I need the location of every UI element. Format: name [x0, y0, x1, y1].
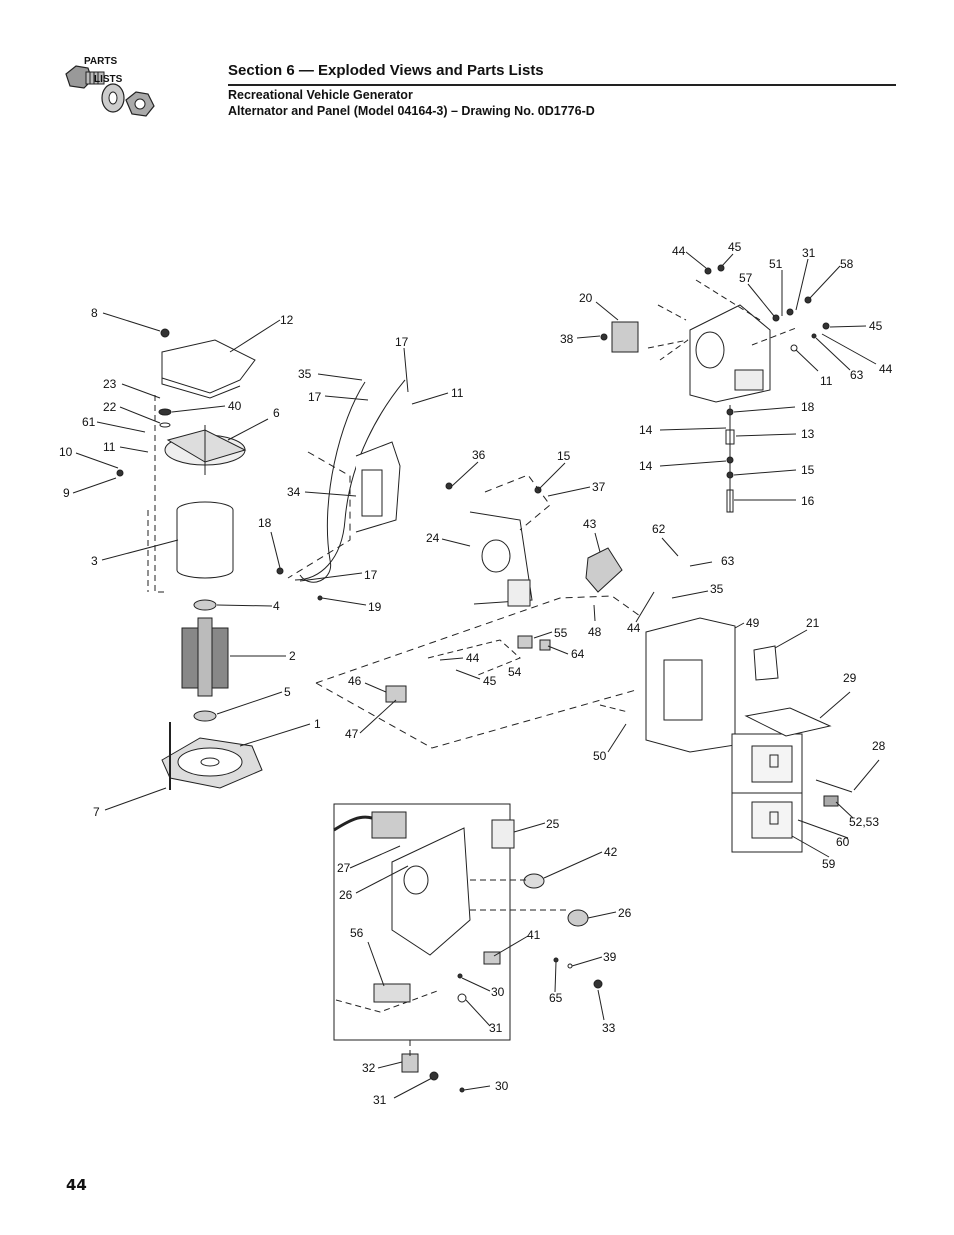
- callout-23: 23: [103, 377, 117, 391]
- callout-6: 6: [273, 406, 280, 420]
- callout-5: 5: [284, 685, 291, 699]
- callout-21: 21: [806, 616, 820, 630]
- callout-14: 14: [639, 423, 653, 437]
- callout-12: 12: [280, 313, 294, 327]
- callout-44c: 44: [672, 244, 686, 258]
- callout-52-53: 52,53: [849, 815, 879, 829]
- callout-55: 55: [554, 626, 568, 640]
- callout-57: 57: [739, 271, 753, 285]
- callout-56: 56: [350, 926, 364, 940]
- callout-45b: 45: [728, 240, 742, 254]
- callout-9: 9: [63, 486, 70, 500]
- callout-28: 28: [872, 739, 886, 753]
- callout-31b: 31: [489, 1021, 503, 1035]
- callout-14b: 14: [639, 459, 653, 473]
- callout-36: 36: [472, 448, 486, 462]
- callout-11b: 11: [451, 386, 464, 400]
- callout-1: 1: [314, 717, 321, 731]
- callout-38: 38: [560, 332, 574, 346]
- callout-61: 61: [82, 415, 96, 429]
- callout-48: 48: [588, 625, 602, 639]
- callout-58: 58: [840, 257, 854, 271]
- callout-63b: 63: [850, 368, 864, 382]
- callout-63: 63: [721, 554, 735, 568]
- callout-44b: 44: [466, 651, 480, 665]
- callout-17b: 17: [395, 335, 409, 349]
- callout-17: 17: [308, 390, 322, 404]
- callout-51: 51: [769, 257, 783, 271]
- callout-18b: 18: [801, 400, 815, 414]
- callout-3: 3: [91, 554, 98, 568]
- callout-54: 54: [508, 665, 522, 679]
- callout-13: 13: [801, 427, 815, 441]
- callout-60: 60: [836, 835, 850, 849]
- callout-40: 40: [228, 399, 242, 413]
- callout-26: 26: [339, 888, 353, 902]
- callout-62: 62: [652, 522, 666, 536]
- callout-33: 33: [602, 1021, 616, 1035]
- callout-45c: 45: [869, 319, 883, 333]
- callout-44: 44: [627, 621, 641, 635]
- callout-29: 29: [843, 671, 857, 685]
- callout-50: 50: [593, 749, 607, 763]
- callout-46: 46: [348, 674, 362, 688]
- callout-26b: 26: [618, 906, 632, 920]
- parts-lists-logo: PARTS LISTS: [58, 52, 163, 132]
- control-panel-assembly: [600, 264, 830, 513]
- callout-39: 39: [603, 950, 617, 964]
- diagram-drawing-title: Alternator and Panel (Model 04164-3) – D…: [228, 104, 595, 118]
- callout-31c: 31: [373, 1093, 387, 1107]
- callout-20: 20: [579, 291, 593, 305]
- callout-32: 32: [362, 1061, 376, 1075]
- callout-35b: 35: [710, 582, 724, 596]
- callout-22: 22: [103, 400, 117, 414]
- wiring-harness-and-brackets: [276, 379, 779, 753]
- callout-18: 18: [258, 516, 272, 530]
- header-divider: [228, 84, 896, 86]
- callout-43: 43: [583, 517, 597, 531]
- callout-7: 7: [93, 805, 100, 819]
- callout-4: 4: [273, 599, 280, 613]
- receptacle-inset: [731, 707, 853, 853]
- callout-31: 31: [802, 246, 816, 260]
- callout-25: 25: [546, 817, 560, 831]
- callout-65: 65: [549, 991, 563, 1005]
- callout-42: 42: [604, 845, 618, 859]
- lower-panel-inset: [333, 803, 603, 1093]
- callout-16: 16: [801, 494, 815, 508]
- bolt-nut-washer-icon: PARTS LISTS: [65, 56, 155, 117]
- alternator-assembly: [116, 328, 263, 790]
- logo-text-lists: LISTS: [94, 74, 123, 85]
- diagram-subtitle: Recreational Vehicle Generator: [228, 88, 413, 102]
- callout-11: 11: [103, 440, 116, 454]
- callout-59: 59: [822, 857, 836, 871]
- callout-27: 27: [337, 861, 351, 875]
- callout-8: 8: [91, 306, 98, 320]
- callout-34: 34: [287, 485, 301, 499]
- callout-19: 19: [368, 600, 382, 614]
- callout-37: 37: [592, 480, 606, 494]
- callout-45: 45: [483, 674, 497, 688]
- logo-text-parts: PARTS: [84, 56, 117, 67]
- callout-30: 30: [491, 985, 505, 999]
- callout-64: 64: [571, 647, 585, 661]
- callout-15b: 15: [801, 463, 815, 477]
- callout-11c: 11: [820, 374, 833, 388]
- callout-15: 15: [557, 449, 571, 463]
- callout-labels: 8 12 23 40 22 6 61 11 10 9 3 18 4 2 5 1 …: [59, 240, 893, 1107]
- callout-44d: 44: [879, 362, 893, 376]
- callout-35: 35: [298, 367, 312, 381]
- page-number: 44: [66, 1176, 87, 1194]
- callout-41: 41: [527, 928, 541, 942]
- callout-47: 47: [345, 727, 359, 741]
- callout-17c: 17: [364, 568, 378, 582]
- callout-49: 49: [746, 616, 760, 630]
- callout-30b: 30: [495, 1079, 509, 1093]
- callout-24: 24: [426, 531, 440, 545]
- callout-10: 10: [59, 445, 73, 459]
- section-title: Section 6 — Exploded Views and Parts Lis…: [228, 62, 544, 79]
- callout-2: 2: [289, 649, 296, 663]
